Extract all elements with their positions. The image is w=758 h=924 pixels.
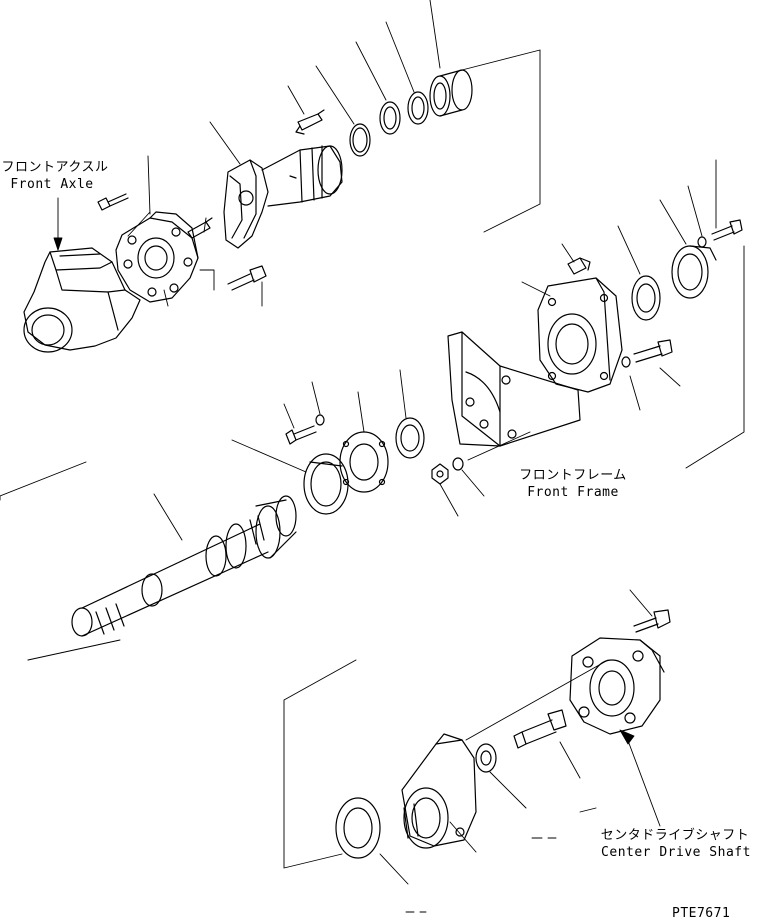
retainer-plate (339, 431, 389, 493)
washer-mid-right (621, 356, 631, 368)
front-frame-label-en: Front Frame (527, 485, 619, 500)
leader-lines-top (53, 0, 541, 307)
bolt-mid-left (285, 425, 317, 445)
bolt-center-long (513, 709, 567, 749)
leader-lines-bottom (283, 589, 661, 913)
companion-flange (401, 733, 477, 849)
oil-seal-bottom (335, 797, 381, 859)
bolt-mid-right (633, 339, 673, 363)
bearing-mid (303, 453, 349, 515)
bolt-upper-lower (227, 265, 267, 291)
washer-right (697, 236, 707, 248)
slip-yoke (223, 145, 343, 249)
elbow-fitting (567, 257, 591, 275)
bolt-center-top (633, 609, 671, 633)
center-drive-shaft-label-en: Center Drive Shaft (601, 845, 751, 860)
seal-ring-top-a (379, 101, 401, 135)
front-frame-label-jp: フロントフレーム (519, 468, 627, 483)
nut-frame (431, 463, 449, 485)
spacer-center (475, 743, 497, 773)
washer-mid-left (315, 414, 325, 426)
bolt-upper-left (97, 193, 129, 211)
main-drive-shaft (71, 495, 297, 637)
bearing-cap-right (671, 245, 717, 299)
front-axle-label-en: Front Axle (10, 177, 94, 192)
seal-mid-right (395, 417, 425, 459)
bearing-housing (537, 277, 623, 393)
front-axle-housing (23, 247, 141, 353)
center-drive-shaft-label-jp: センタドライブシャフト (600, 828, 750, 843)
grease-fitting-mid (187, 217, 213, 239)
drawing-code: PTE7671 (672, 906, 731, 921)
grease-fitting-top (295, 109, 325, 135)
center-flange-yoke (569, 637, 665, 735)
seal-ring-top-b (407, 91, 429, 125)
front-frame-bracket (447, 331, 581, 447)
washer-frame (452, 457, 464, 471)
oil-seal-right (631, 275, 661, 321)
bolt-right-top (711, 219, 743, 241)
front-axle-label-jp: フロントアクスル (1, 160, 109, 175)
snap-ring-top (349, 123, 371, 157)
upper-flange-yoke (115, 211, 199, 303)
leader-lines-mid (0, 159, 745, 661)
bearing-cap-top (429, 69, 473, 117)
